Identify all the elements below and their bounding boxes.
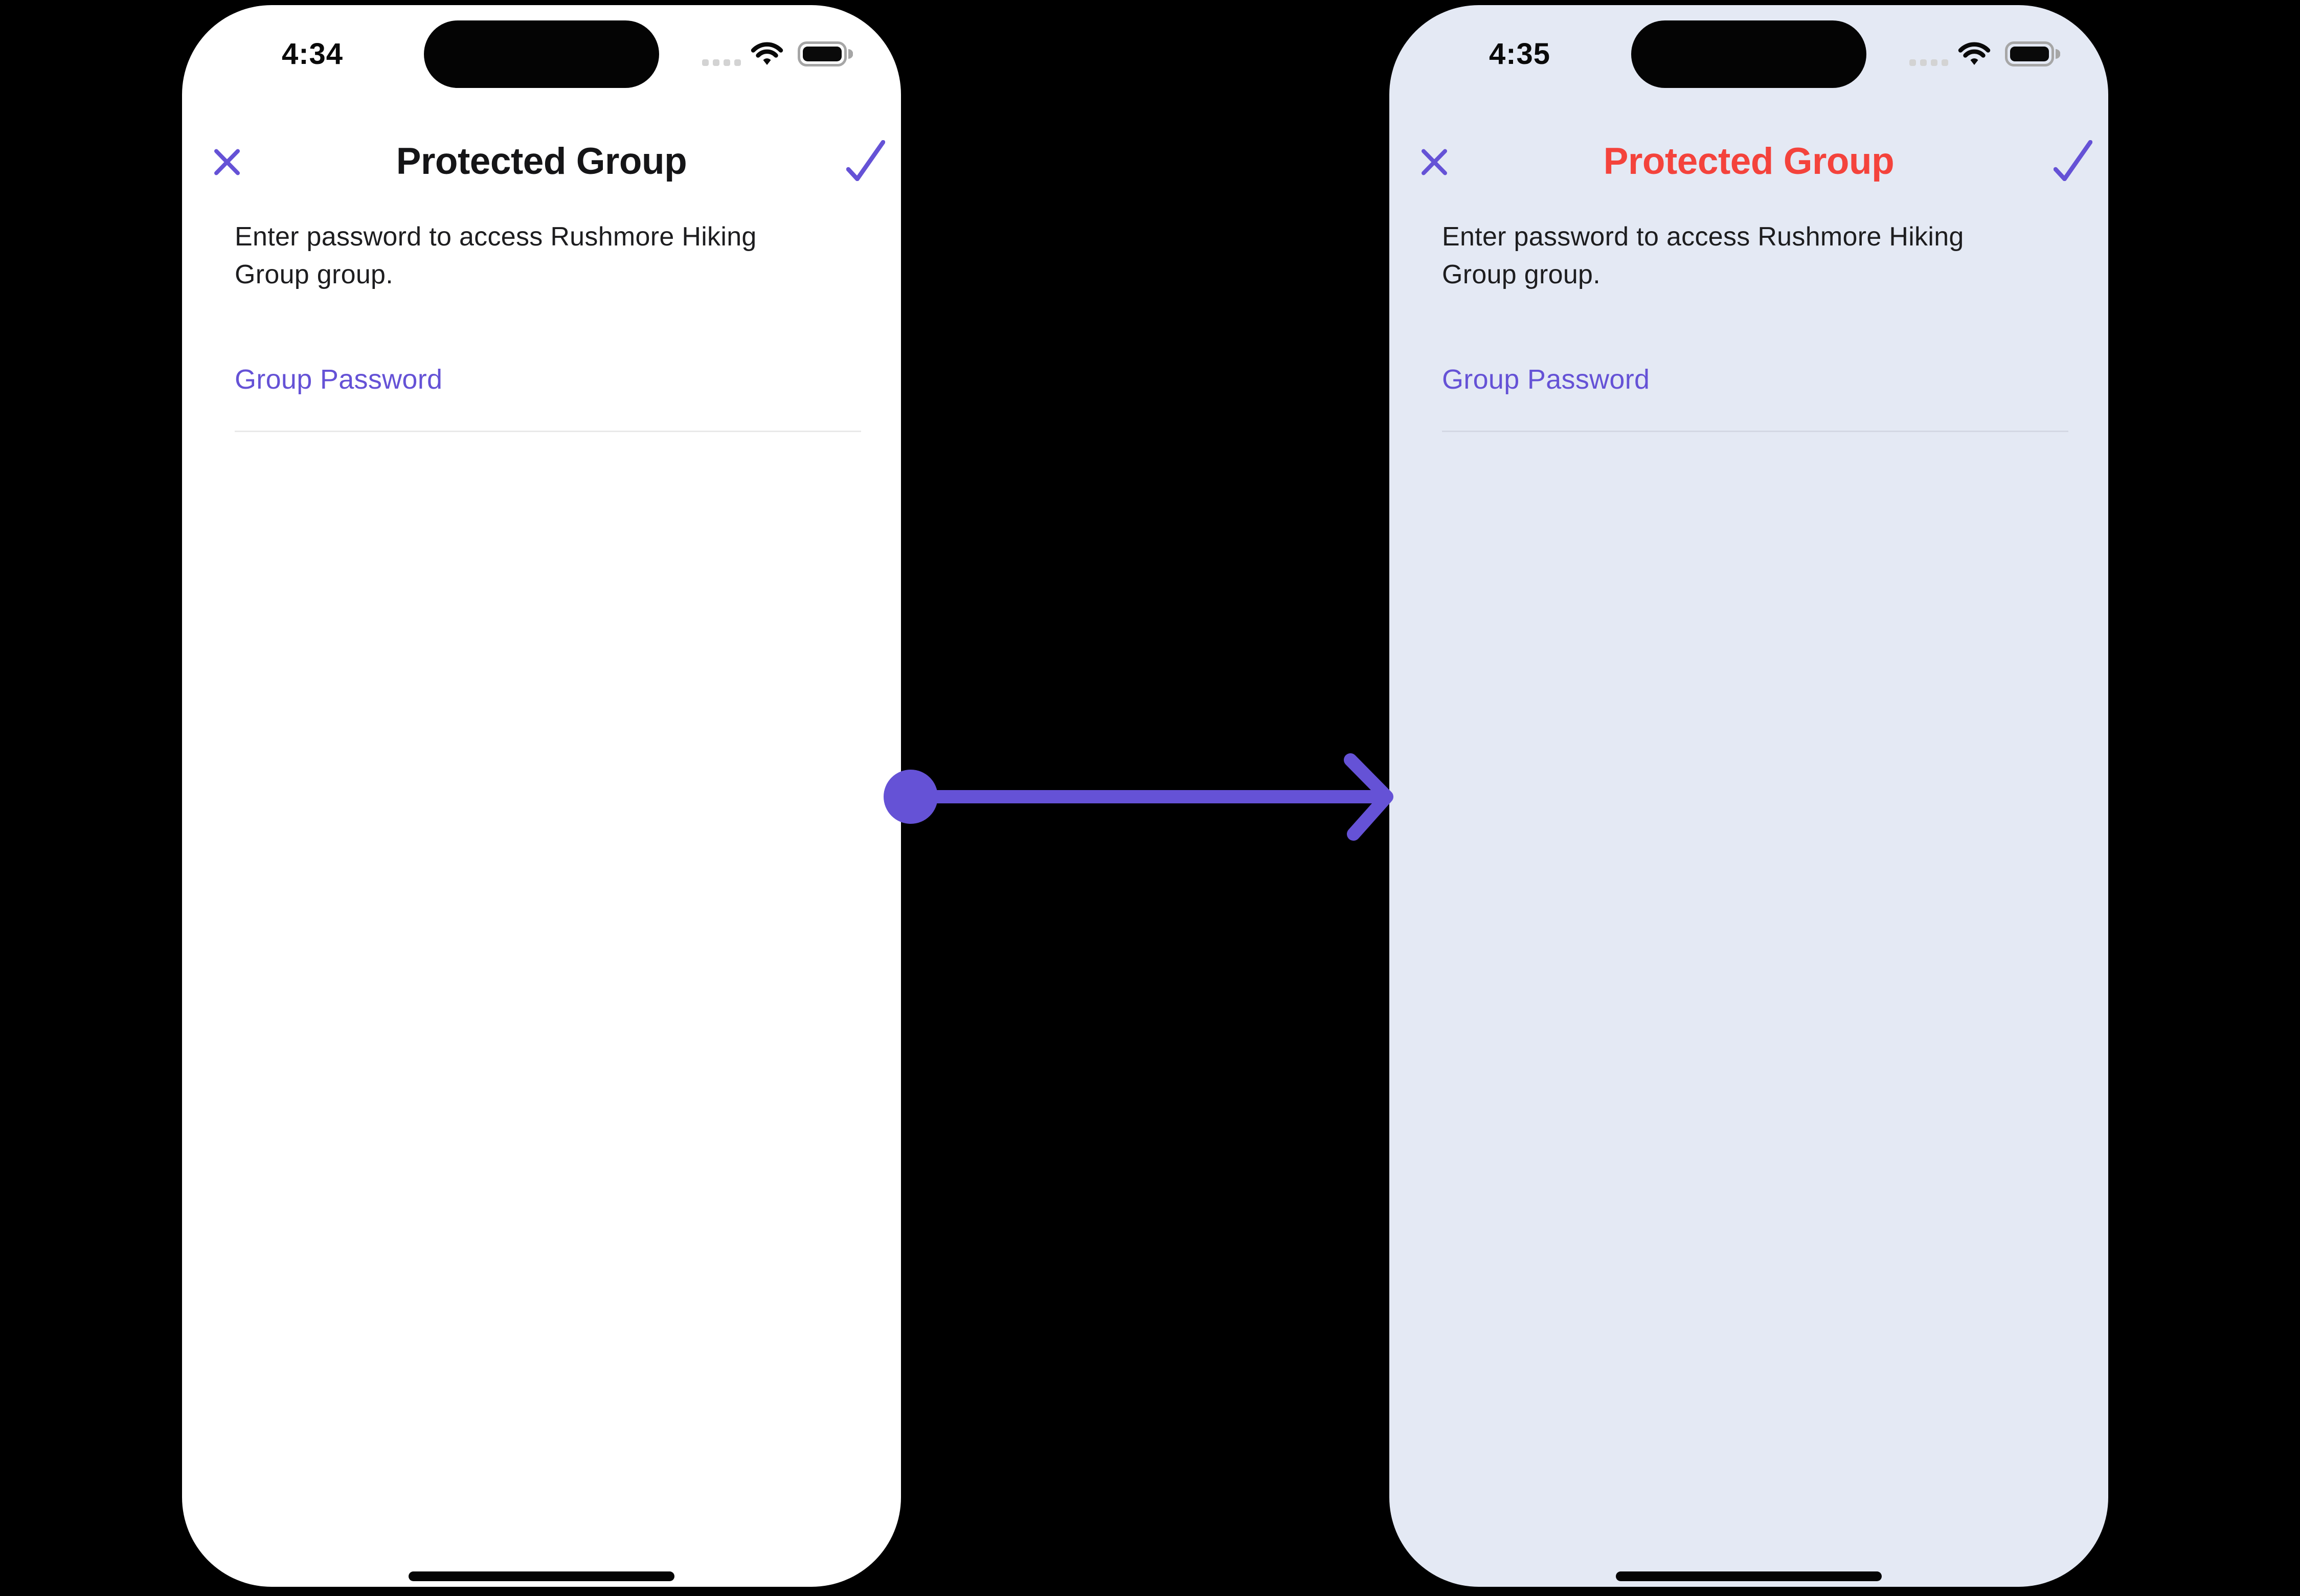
page-title: Protected Group — [1603, 141, 1895, 182]
cellular-signal-icon — [702, 59, 741, 66]
field-underline — [1442, 431, 2068, 432]
close-icon[interactable] — [1421, 149, 1448, 175]
wifi-icon — [1958, 42, 1991, 65]
battery-icon — [798, 41, 853, 66]
group-password-field[interactable]: Group Password — [1442, 363, 2068, 440]
dynamic-island — [1631, 20, 1866, 88]
arrow-head — [1344, 753, 1393, 841]
home-indicator — [1616, 1571, 1882, 1581]
dynamic-island — [424, 20, 659, 88]
close-icon[interactable] — [214, 149, 240, 175]
status-time: 4:34 — [281, 37, 344, 71]
group-password-field[interactable]: Group Password — [235, 363, 861, 440]
checkmark-icon[interactable] — [846, 140, 885, 181]
instruction-line-2: Group group. — [1442, 260, 1601, 289]
status-time: 4:35 — [1489, 37, 1551, 71]
cellular-signal-icon — [1909, 59, 1948, 66]
instruction-text: Enter password to access Rushmore Hiking… — [235, 218, 869, 294]
page-title: Protected Group — [396, 141, 687, 182]
instruction-line-1: Enter password to access Rushmore Hiking — [1442, 222, 1964, 252]
instruction-line-1: Enter password to access Rushmore Hiking — [235, 222, 757, 252]
phone-after: 4:35 Protected Group Enter password to a… — [1389, 5, 2108, 1587]
group-password-label: Group Password — [235, 364, 443, 395]
battery-icon — [2005, 41, 2060, 66]
phone-before: 4:34 Protected Group Enter password to a… — [182, 5, 901, 1587]
instruction-line-2: Group group. — [235, 260, 394, 289]
field-underline — [235, 431, 861, 432]
checkmark-icon[interactable] — [2054, 140, 2092, 181]
home-indicator — [409, 1571, 674, 1581]
wifi-icon — [751, 42, 783, 65]
group-password-label: Group Password — [1442, 364, 1650, 395]
instruction-text: Enter password to access Rushmore Hiking… — [1442, 218, 2076, 294]
